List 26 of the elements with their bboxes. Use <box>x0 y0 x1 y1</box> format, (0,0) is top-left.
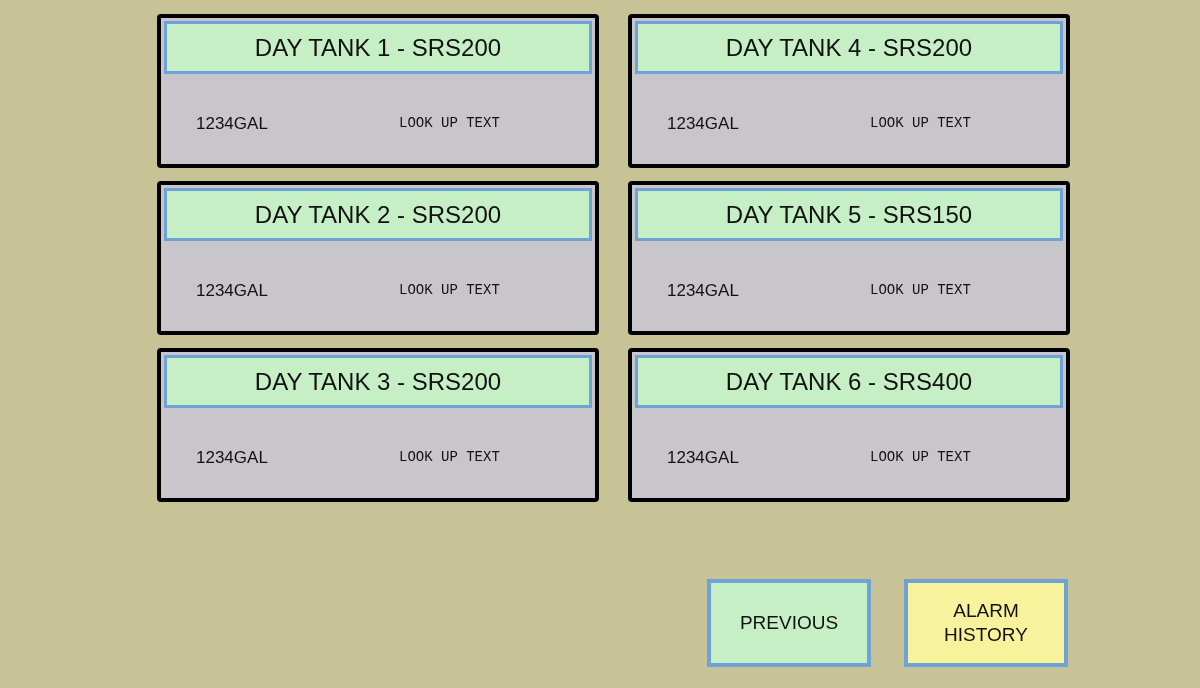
tank-panel <box>157 14 599 168</box>
level-readout: 1234GAL <box>667 114 739 134</box>
tank-panel <box>628 181 1070 335</box>
tank-panel <box>157 181 599 335</box>
status-text: LOOK UP TEXT <box>399 282 500 298</box>
status-text: LOOK UP TEXT <box>399 115 500 131</box>
status-text: LOOK UP TEXT <box>399 449 500 465</box>
status-text: LOOK UP TEXT <box>870 115 971 131</box>
level-readout: 1234GAL <box>667 448 739 468</box>
tank-panel <box>628 348 1070 502</box>
tank-panel <box>628 14 1070 168</box>
level-readout: 1234GAL <box>196 281 268 301</box>
level-readout: 1234GAL <box>196 114 268 134</box>
tank-title-bar: DAY TANK 5 - SRS150 <box>635 188 1063 241</box>
level-readout: 1234GAL <box>196 448 268 468</box>
tank-title-bar: DAY TANK 6 - SRS400 <box>635 355 1063 408</box>
tank-panel <box>157 348 599 502</box>
status-text: LOOK UP TEXT <box>870 282 971 298</box>
tank-title-bar: DAY TANK 1 - SRS200 <box>164 21 592 74</box>
tank-title-bar: DAY TANK 4 - SRS200 <box>635 21 1063 74</box>
tank-title-bar: DAY TANK 3 - SRS200 <box>164 355 592 408</box>
previous-button: PREVIOUS <box>707 579 871 667</box>
level-readout: 1234GAL <box>667 281 739 301</box>
status-text: LOOK UP TEXT <box>870 449 971 465</box>
tank-title-bar: DAY TANK 2 - SRS200 <box>164 188 592 241</box>
alarm-history-button: ALARM HISTORY <box>904 579 1068 667</box>
